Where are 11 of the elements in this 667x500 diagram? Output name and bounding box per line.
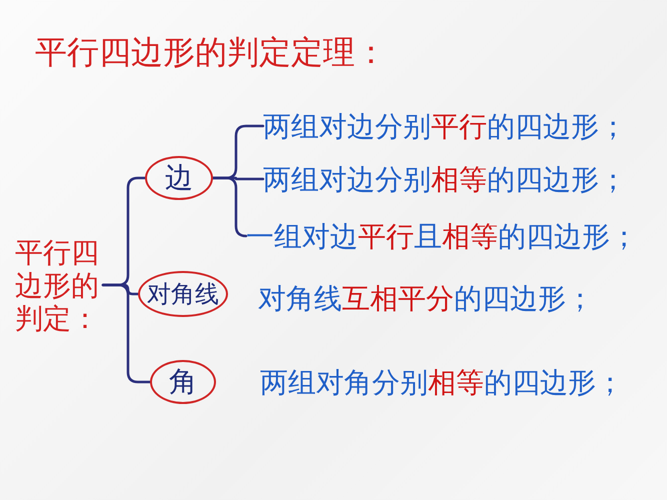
topic-label: 平行四边形的判定： — [15, 236, 103, 335]
slide-title: 平行四边形的判定定理： — [35, 32, 387, 73]
circled-term: 对角线 — [138, 271, 228, 317]
criterion-text: 两组对边分别相等的四边形； — [263, 162, 627, 196]
criterion-text: 对角线互相平分的四边形； — [258, 282, 594, 315]
brace-line — [102, 284, 152, 384]
criterion-text: 两组对角分别相等的四边形； — [260, 366, 624, 399]
criterion-text: 两组对边分别平行的四边形； — [263, 110, 627, 143]
circled-term: 边 — [145, 156, 213, 200]
circled-term: 角 — [150, 360, 216, 404]
criterion-text: 一组对边平行且相等的四边形； — [246, 220, 638, 253]
